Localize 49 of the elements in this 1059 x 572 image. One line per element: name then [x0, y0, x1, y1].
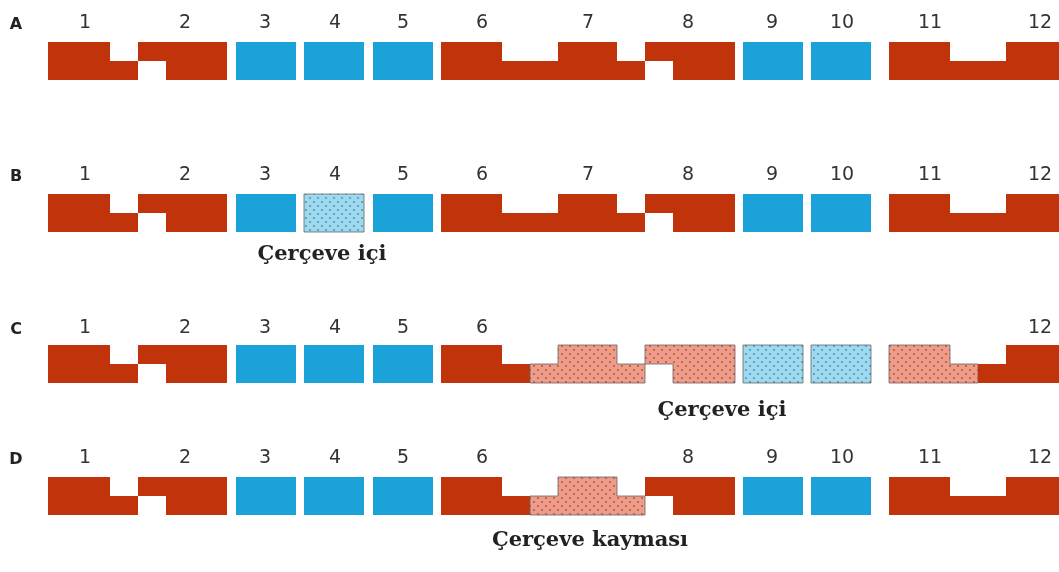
- exon-number: 8: [681, 164, 695, 183]
- exon-number: 11: [917, 164, 943, 183]
- exon-number: 6: [475, 164, 489, 183]
- exon-number: 10: [829, 12, 855, 31]
- exon-number: 12: [1027, 12, 1053, 31]
- exon-number: 2: [178, 447, 192, 466]
- exon-number: 2: [178, 12, 192, 31]
- exon-number: 4: [328, 12, 342, 31]
- exon-number: 11: [917, 447, 943, 466]
- exon-number: 4: [328, 317, 342, 336]
- exon-number: 3: [258, 12, 272, 31]
- exon-number: 1: [78, 317, 92, 336]
- exon-number: 1: [78, 164, 92, 183]
- exon-number: 1: [78, 12, 92, 31]
- exon-number: 3: [258, 164, 272, 183]
- exon-number: 3: [258, 447, 272, 466]
- exon-number: 12: [1027, 317, 1053, 336]
- exon-number: 4: [328, 164, 342, 183]
- exon-number: 9: [765, 447, 779, 466]
- caption: Çerçeve içi: [657, 398, 787, 419]
- exon-number: 6: [475, 317, 489, 336]
- exon-number: 7: [581, 164, 595, 183]
- row-letter: A: [9, 16, 23, 32]
- exon-number: 2: [178, 164, 192, 183]
- exon-number: 5: [396, 317, 410, 336]
- exon-number: 5: [396, 164, 410, 183]
- exon-number: 1: [78, 447, 92, 466]
- exon-number: 7: [581, 12, 595, 31]
- exon-number: 11: [917, 12, 943, 31]
- caption: Çerçeve içi: [257, 242, 387, 263]
- exon-number: 9: [765, 164, 779, 183]
- exon-number: 12: [1027, 164, 1053, 183]
- caption: Çerçeve kayması: [491, 528, 689, 549]
- exon-number: 8: [681, 447, 695, 466]
- exon-number: 6: [475, 447, 489, 466]
- exon-number: 12: [1027, 447, 1053, 466]
- exon-number: 3: [258, 317, 272, 336]
- exon-number: 10: [829, 447, 855, 466]
- exon-number: 2: [178, 317, 192, 336]
- exon-number: 6: [475, 12, 489, 31]
- row-letter: C: [10, 321, 22, 337]
- row-letter: B: [9, 168, 23, 184]
- row-letter: D: [9, 451, 23, 467]
- exon-number: 9: [765, 12, 779, 31]
- exon-number: 5: [396, 447, 410, 466]
- exon-number: 8: [681, 12, 695, 31]
- exon-number: 4: [328, 447, 342, 466]
- exon-number: 5: [396, 12, 410, 31]
- exon-number: 10: [829, 164, 855, 183]
